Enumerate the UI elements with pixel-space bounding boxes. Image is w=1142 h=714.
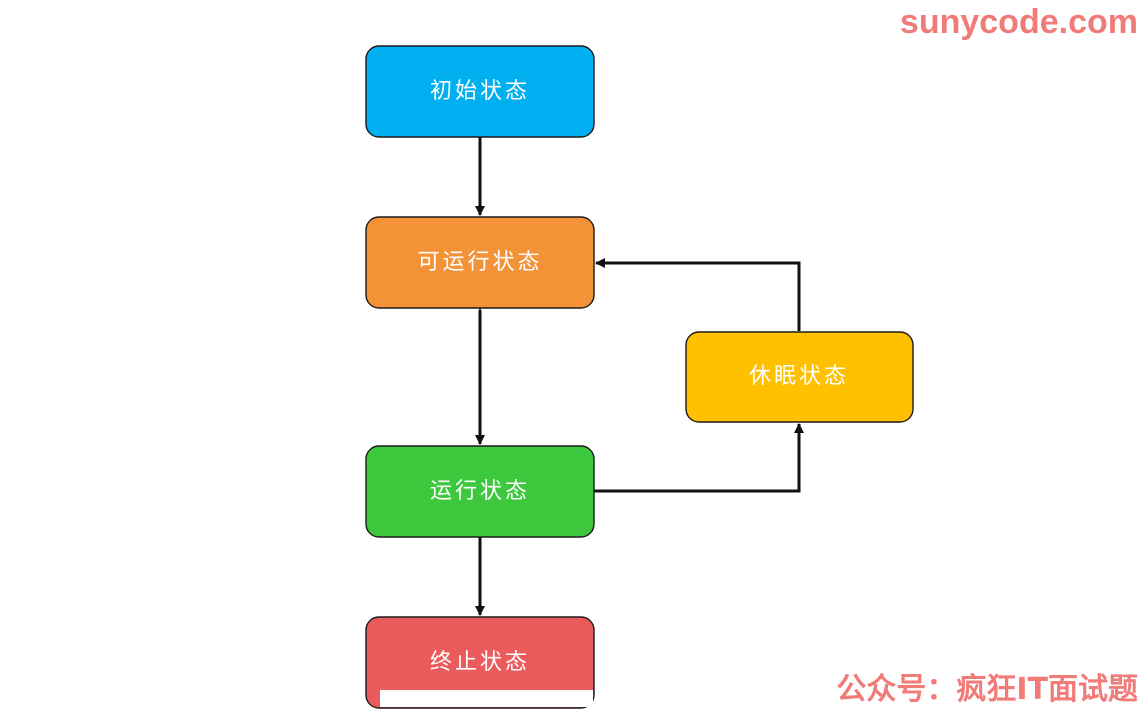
- edges: [475, 137, 804, 616]
- node-sleeping: 休眠状态: [685, 331, 914, 423]
- site-watermark: sunycode.com: [899, 3, 1138, 41]
- node-running: 运行状态: [365, 445, 595, 538]
- node-terminated-label: 终止状态: [430, 650, 530, 675]
- edge-running-to-sleeping: [594, 423, 804, 493]
- node-sleeping-label: 休眠状态: [749, 364, 849, 389]
- node-initial-label: 初始状态: [430, 79, 530, 104]
- node-runnable-label: 可运行状态: [417, 250, 542, 275]
- node-terminated: 终止状态: [365, 616, 595, 709]
- edge-sleeping-to-runnable: [595, 258, 801, 331]
- account-watermark: 公众号：疯狂IT面试题: [836, 672, 1138, 707]
- node-runnable: 可运行状态: [365, 216, 595, 309]
- node-initial: 初始状态: [365, 45, 595, 138]
- node-running-label: 运行状态: [430, 479, 530, 504]
- node-terminated-occlusion: [380, 690, 593, 707]
